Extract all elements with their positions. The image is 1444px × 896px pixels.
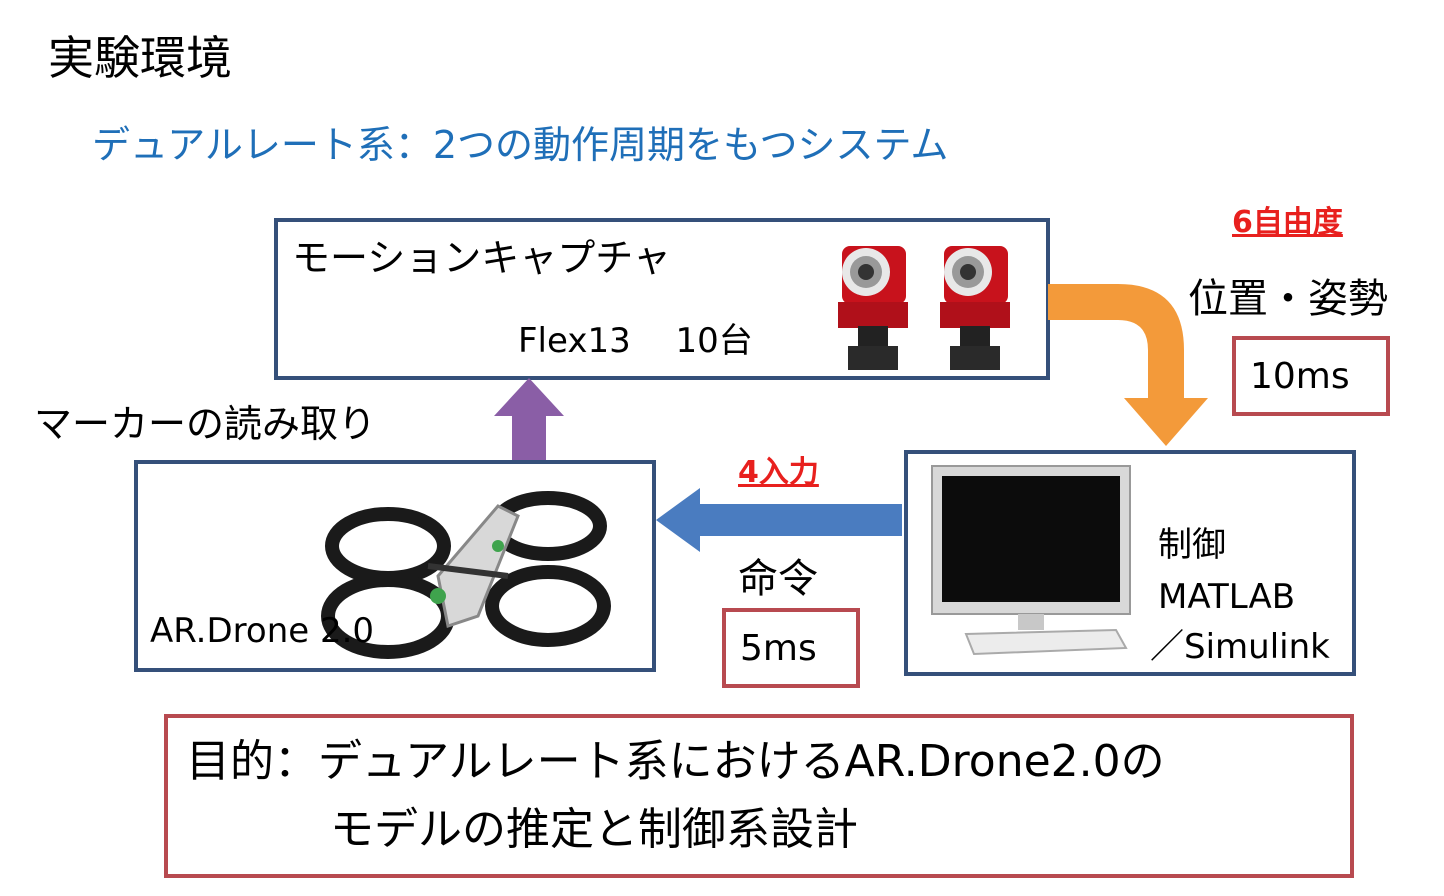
control-line1: 制御 [1158, 525, 1226, 565]
monitor-image [931, 465, 1131, 656]
drone-image [321, 491, 611, 659]
pose-period-box [1232, 336, 1390, 416]
marker-label: マーカーの読み取り [34, 402, 377, 446]
camera-image-1 [838, 246, 908, 370]
control-line3: ／Simulink [1150, 627, 1330, 667]
dof-label: 6自由度 [1232, 205, 1343, 240]
goal-box [164, 714, 1354, 878]
pose-period: 10ms [1250, 356, 1350, 397]
subtitle: デュアルレート系：2つの動作周期をもつシステム [92, 123, 949, 167]
control-line2: MATLAB [1158, 577, 1296, 617]
mocap-model: Flex13 10台 [518, 321, 753, 361]
command-period: 5ms [740, 628, 817, 669]
camera-image-2 [940, 246, 1010, 370]
pose-label: 位置・姿勢 [1188, 276, 1388, 322]
mocap-box [274, 218, 1050, 380]
pose-arrow [1048, 284, 1208, 446]
page-title: 実験環境 [48, 31, 232, 85]
mocap-label: モーションキャプチャ [292, 236, 671, 280]
command-period-box [722, 608, 860, 688]
goal-line1: 目的：デュアルレート系におけるAR.Drone2.0の [186, 736, 1165, 787]
input-label: 4入力 [738, 455, 819, 490]
goal-line2: モデルの推定と制御系設計 [330, 804, 858, 855]
command-label: 命令 [738, 556, 818, 602]
marker-arrow [494, 378, 564, 462]
command-arrow [656, 488, 902, 552]
drone-label: AR.Drone 2.0 [150, 611, 375, 651]
